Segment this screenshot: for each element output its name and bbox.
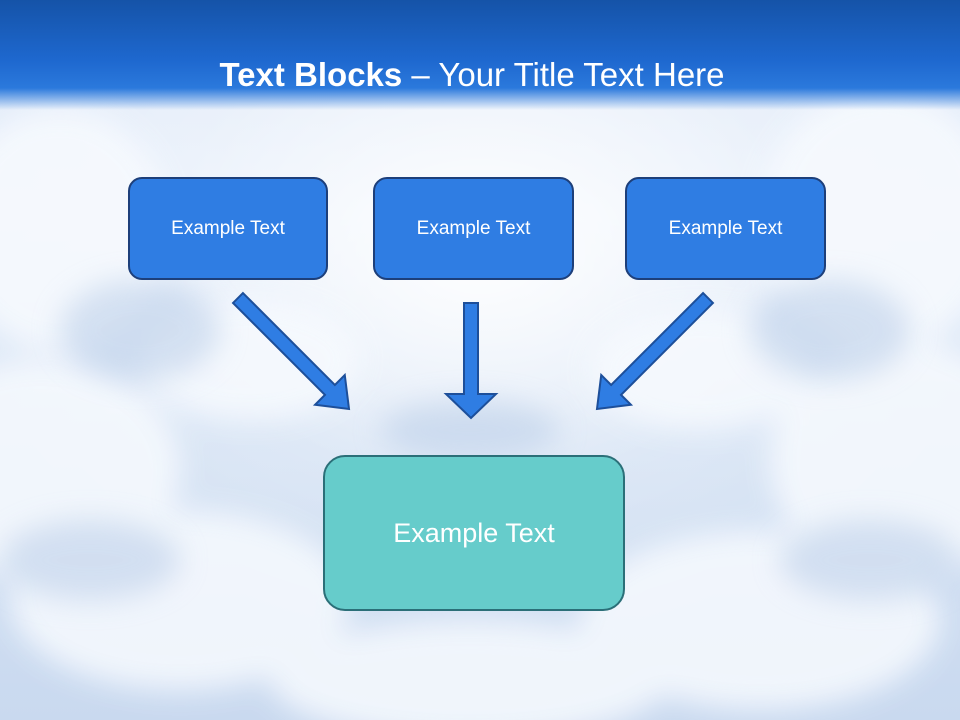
text-block-left-label: Example Text [171,217,285,239]
arrow-down-icon [443,302,499,420]
text-block-center[interactable]: Example Text [373,177,574,280]
title-rest: Your Title Text Here [438,56,725,93]
slide-title: Text Blocks – Your Title Text Here [0,52,944,98]
text-block-right[interactable]: Example Text [625,177,826,280]
arrow-down-left-icon [595,291,715,411]
title-bold: Text Blocks [219,56,403,93]
text-block-left[interactable]: Example Text [128,177,328,280]
arrow-down-right-icon [231,291,351,411]
text-block-center-label: Example Text [416,217,531,239]
title-separator: – [402,56,439,93]
target-block-label: Example Text [393,517,555,548]
title-bar [0,0,960,110]
target-block[interactable]: Example Text [323,455,625,611]
text-block-right-label: Example Text [668,217,783,239]
